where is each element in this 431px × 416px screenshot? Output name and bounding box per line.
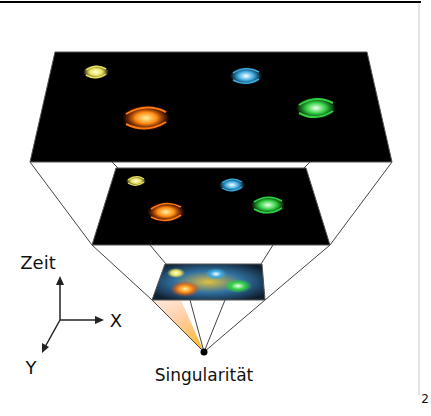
axis-label: X xyxy=(110,312,122,330)
cone-line xyxy=(204,300,265,352)
space-plane xyxy=(30,52,392,162)
galaxy xyxy=(205,268,227,280)
cone-lines xyxy=(30,162,392,352)
footnote-number: 2 xyxy=(421,393,429,405)
frame-line xyxy=(419,3,420,395)
cone-line xyxy=(152,300,204,352)
cone-line xyxy=(330,162,392,245)
galaxy xyxy=(147,202,185,222)
axis-label: Y xyxy=(26,359,37,377)
galaxy xyxy=(126,176,146,186)
axis-arrowhead xyxy=(42,343,49,353)
frame-line xyxy=(0,1,421,3)
galaxy xyxy=(230,67,262,85)
cone-line xyxy=(304,162,310,168)
galaxy xyxy=(251,196,285,214)
cone-line xyxy=(190,300,204,352)
light-cone-glow xyxy=(152,264,265,352)
galaxy xyxy=(170,281,200,297)
axis-line xyxy=(59,282,61,320)
galaxy xyxy=(224,279,252,293)
galaxy xyxy=(219,178,245,192)
galaxy xyxy=(296,97,336,119)
cone-line xyxy=(92,245,152,300)
axis-arrowhead xyxy=(95,316,104,324)
cone-line xyxy=(265,245,330,300)
axis-cross xyxy=(42,276,104,353)
cone-line xyxy=(112,162,118,168)
axis-arrowhead xyxy=(56,276,64,285)
singularity-point xyxy=(201,349,208,356)
axis-label: Zeit xyxy=(20,254,55,272)
cone-line xyxy=(204,300,225,352)
axis-line xyxy=(45,320,60,347)
cone-line xyxy=(261,245,273,264)
point-label: Singularität xyxy=(155,367,253,384)
space-plane xyxy=(92,168,330,245)
axis-line xyxy=(60,319,98,321)
galaxy xyxy=(167,268,185,278)
space-plane xyxy=(152,264,265,300)
galaxy xyxy=(83,65,109,79)
cone-line xyxy=(150,245,166,264)
galaxy xyxy=(122,105,170,131)
cone-line xyxy=(30,162,92,245)
